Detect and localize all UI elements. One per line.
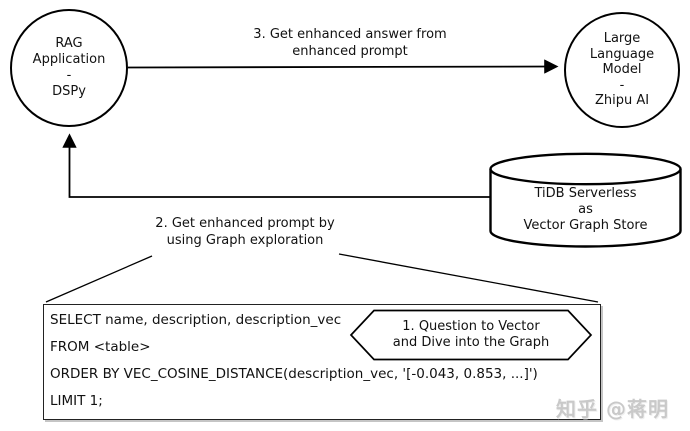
watermark: 知乎 @蒋明 (556, 397, 669, 421)
label-step2: 2. Get enhanced prompt by using Graph ex… (155, 216, 335, 248)
sql-line-from: FROM <table> (50, 339, 151, 355)
hexagon-step1-label: 1. Question to Vector and Dive into the … (392, 319, 550, 350)
sql-line-order-by: ORDER BY VEC_COSINE_DISTANCE(description… (50, 366, 538, 382)
node-rag-application: RAG Application - DSPy (10, 9, 128, 127)
callout-line-right (338, 253, 599, 303)
database-cylinder-shape (489, 152, 682, 248)
node-vector-store-label: TiDB Serverless as Vector Graph Store (523, 186, 648, 233)
sql-code: SELECT name, description, description_ve… (50, 307, 596, 415)
callout-line-left (45, 255, 153, 303)
arrow-step2-store-to-rag (62, 133, 491, 198)
hexagon-shape (349, 309, 593, 361)
hexagon-step1: 1. Question to Vector and Dive into the … (349, 309, 593, 361)
node-rag-application-label: RAG Application - DSPy (32, 36, 106, 99)
node-large-language-model: Large Language Model - Zhipu AI (564, 12, 680, 128)
arrow-step3-rag-to-llm (127, 59, 559, 74)
sql-line-limit: LIMIT 1; (50, 393, 103, 409)
sql-line-select: SELECT name, description, description_ve… (50, 312, 342, 328)
node-large-language-model-label: Large Language Model - Zhipu AI (589, 31, 655, 109)
label-step3: 3. Get enhanced answer from enhanced pro… (253, 27, 447, 59)
